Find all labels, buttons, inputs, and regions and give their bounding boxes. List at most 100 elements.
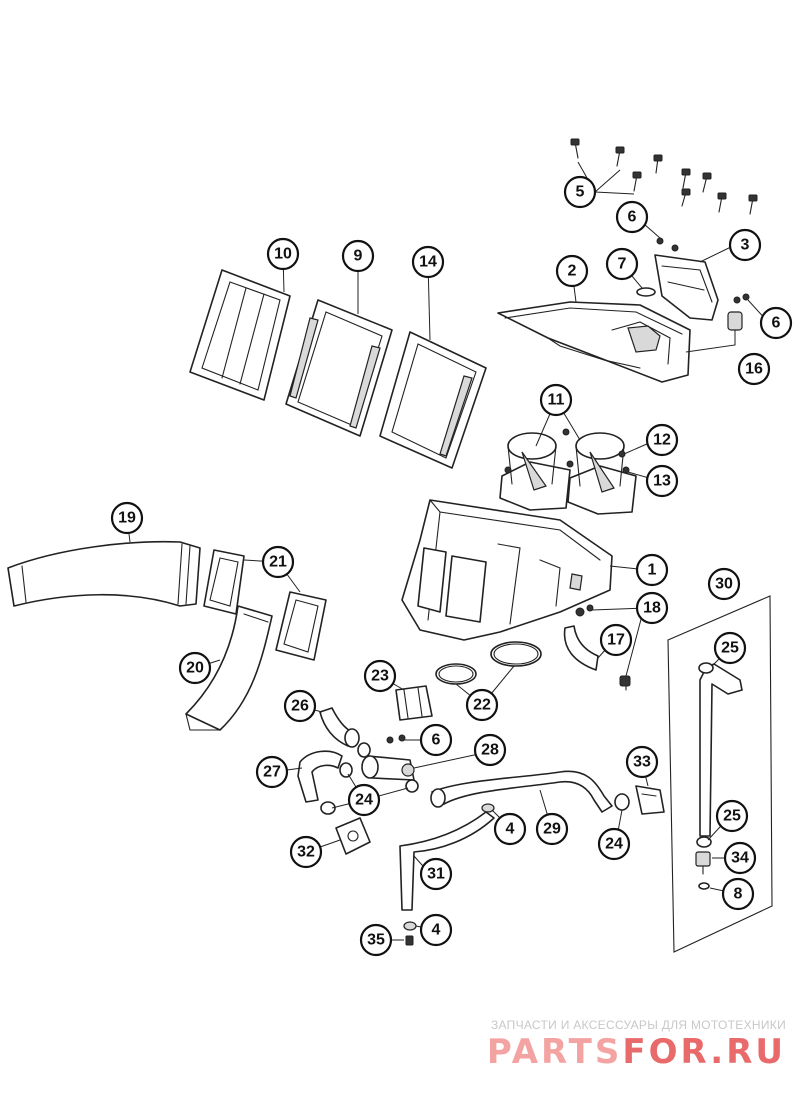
svg-text:12: 12 [653, 432, 671, 449]
callout-8: 8 [721, 877, 755, 911]
svg-text:14: 14 [419, 254, 437, 271]
callout-20: 20 [178, 651, 212, 685]
svg-text:1: 1 [648, 562, 657, 579]
airbox-cover-2 [497, 301, 691, 383]
svg-text:17: 17 [607, 632, 625, 649]
svg-text:31: 31 [427, 866, 445, 883]
callout-24-right: 24 [597, 827, 631, 861]
svg-text:24: 24 [355, 792, 373, 809]
callout-1: 1 [635, 553, 669, 587]
valve-28 [361, 755, 415, 781]
svg-text:6: 6 [628, 209, 637, 226]
svg-text:27: 27 [263, 764, 281, 781]
fitting-34 [695, 851, 711, 875]
callout-25-bottom: 25 [715, 799, 749, 833]
svg-text:22: 22 [473, 697, 491, 714]
callout-4-mid: 4 [493, 812, 527, 846]
svg-text:24: 24 [605, 836, 623, 853]
svg-text:21: 21 [269, 554, 287, 571]
callout-11: 11 [539, 383, 573, 417]
intake-duct-19 [7, 540, 201, 607]
hose-27 [297, 750, 343, 803]
svg-text:35: 35 [367, 932, 385, 949]
hose-30-kit [699, 663, 743, 837]
svg-text:8: 8 [734, 886, 743, 903]
svg-text:32: 32 [297, 844, 315, 861]
svg-text:25: 25 [723, 808, 741, 825]
callout-33: 33 [625, 745, 659, 779]
callout-27: 27 [255, 755, 289, 789]
hose-31 [399, 811, 495, 911]
bracket-23 [395, 685, 433, 721]
svg-text:29: 29 [543, 821, 561, 838]
svg-text:2: 2 [568, 263, 577, 280]
caps-25 [696, 662, 714, 848]
callout-9: 9 [341, 239, 375, 273]
watermark-tagline: ЗАПЧАСТИ И АКСЕССУАРЫ ДЛЯ МОТОТЕХНИКИ [490, 1018, 786, 1032]
hose-17 [563, 625, 599, 671]
gasket-7 [636, 287, 656, 297]
callout-16: 16 [737, 352, 771, 386]
side-cover-3 [654, 254, 719, 321]
svg-text:13: 13 [653, 473, 671, 490]
svg-text:7: 7 [618, 256, 627, 273]
callout-28: 28 [473, 733, 507, 767]
callout-24-left: 24 [347, 783, 381, 817]
screw-35 [405, 935, 414, 946]
watermark-logo-part2: FOR.RU [622, 1032, 786, 1072]
o-ring-8 [698, 882, 710, 890]
svg-text:16: 16 [745, 361, 763, 378]
svg-text:25: 25 [721, 640, 739, 657]
screw-set-6-top [656, 237, 750, 304]
callout-6-right: 6 [759, 306, 793, 340]
seals-22 [435, 641, 542, 685]
kit-frame-30 [667, 595, 773, 953]
watermark-logo: PARTSFOR.RU [466, 1032, 786, 1072]
hose-26 [319, 707, 360, 748]
fitting-33 [635, 785, 665, 815]
callout-3: 3 [728, 228, 762, 262]
callout-25-top: 25 [713, 631, 747, 665]
svg-text:5: 5 [576, 184, 585, 201]
callout-6-top: 6 [615, 200, 649, 234]
svg-text:30: 30 [715, 576, 733, 593]
svg-text:6: 6 [432, 732, 441, 749]
svg-text:20: 20 [186, 660, 204, 677]
svg-text:6: 6 [772, 315, 781, 332]
svg-text:4: 4 [432, 922, 441, 939]
callout-29: 29 [535, 812, 569, 846]
svg-text:18: 18 [643, 600, 661, 617]
duct-seals-21 [203, 549, 327, 661]
velocity-stacks-11 [499, 432, 637, 515]
callout-32: 32 [289, 835, 323, 869]
hose-29 [430, 770, 613, 813]
callout-31: 31 [419, 857, 453, 891]
svg-text:9: 9 [354, 248, 363, 265]
callout-6-mid: 6 [419, 723, 453, 757]
callout-2: 2 [555, 254, 589, 288]
callout-14: 14 [411, 245, 445, 279]
callout-4-bottom: 4 [419, 913, 453, 947]
sensor-16 [685, 311, 743, 353]
callout-10: 10 [266, 237, 300, 271]
screw-18 [575, 604, 631, 691]
svg-text:3: 3 [741, 237, 750, 254]
pre-filter-10 [189, 269, 291, 401]
svg-text:28: 28 [481, 742, 499, 759]
callout-30: 30 [707, 567, 741, 601]
bolt-set-5 [570, 138, 758, 215]
callout-23: 23 [363, 659, 397, 693]
callout-18: 18 [635, 591, 669, 625]
svg-text:33: 33 [633, 754, 651, 771]
intake-duct-20 [185, 605, 273, 731]
callout-12: 12 [645, 423, 679, 457]
filter-frame-14 [379, 331, 487, 469]
callout-35: 35 [359, 923, 393, 957]
callout-19: 19 [110, 501, 144, 535]
clamps-24 [320, 742, 630, 815]
callout-17: 17 [599, 623, 633, 657]
svg-text:23: 23 [371, 668, 389, 685]
screws-6-mid [386, 734, 406, 744]
callout-22: 22 [465, 688, 499, 722]
filter-element-9 [285, 299, 393, 437]
